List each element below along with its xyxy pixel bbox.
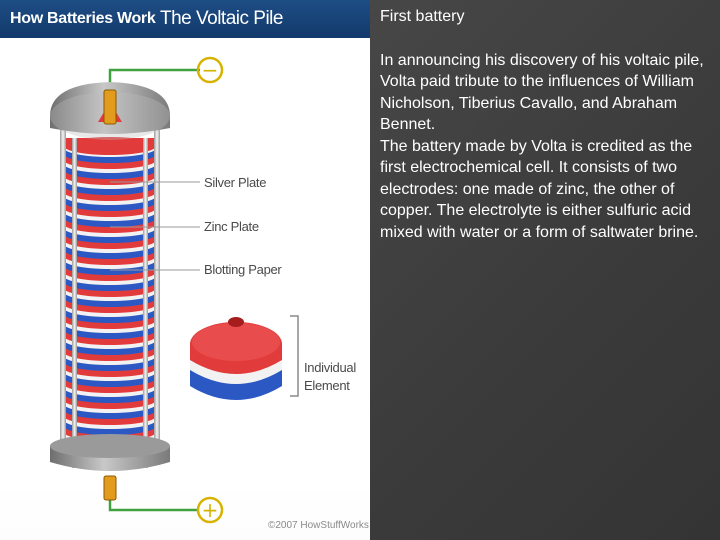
individual-element-label-line1: Individual bbox=[304, 360, 356, 375]
plate-stack bbox=[64, 137, 156, 451]
bottom-terminal-post bbox=[103, 475, 117, 501]
voltaic-pile-figure: How Batteries Work The Voltaic Pile bbox=[0, 0, 370, 540]
figure-brand: How Batteries Work bbox=[10, 10, 156, 27]
top-terminal-post bbox=[103, 89, 117, 125]
slide-background bbox=[370, 0, 720, 540]
individual-element-label-line2: Element bbox=[304, 378, 350, 393]
figure-subtitle: The Voltaic Pile bbox=[160, 8, 283, 29]
blotting-paper-label: Blotting Paper bbox=[204, 262, 282, 277]
support-rod bbox=[143, 138, 148, 468]
individual-element bbox=[190, 317, 282, 400]
paragraph-electrochemical-cell: The battery made by Volta is credited as… bbox=[380, 137, 699, 241]
support-rod bbox=[72, 138, 77, 468]
pile-illustration: − + bbox=[50, 56, 299, 524]
positive-wire bbox=[108, 500, 198, 512]
zinc-plate-label: Zinc Plate bbox=[204, 219, 259, 234]
pile-top-plate bbox=[64, 137, 156, 155]
silver-plate-label: Silver Plate bbox=[204, 175, 267, 190]
paragraph-volta-tribute: In announcing his discovery of his volta… bbox=[380, 51, 704, 134]
support-rod bbox=[60, 130, 66, 460]
negative-terminal-icon bbox=[196, 56, 224, 84]
element-bracket bbox=[290, 315, 299, 397]
copyright-notice: ©2007 HowStuffWorks bbox=[268, 520, 369, 531]
figure-header: How Batteries Work The Voltaic Pile bbox=[0, 0, 370, 38]
negative-terminal-label: − bbox=[202, 58, 219, 82]
positive-terminal-label: + bbox=[202, 498, 219, 522]
slide-title: First battery bbox=[380, 8, 465, 25]
slide-text-panel: First battery In announcing his discover… bbox=[380, 6, 714, 243]
bottom-cap-top bbox=[50, 434, 170, 458]
support-rod bbox=[154, 130, 160, 460]
positive-terminal-icon bbox=[196, 496, 224, 524]
